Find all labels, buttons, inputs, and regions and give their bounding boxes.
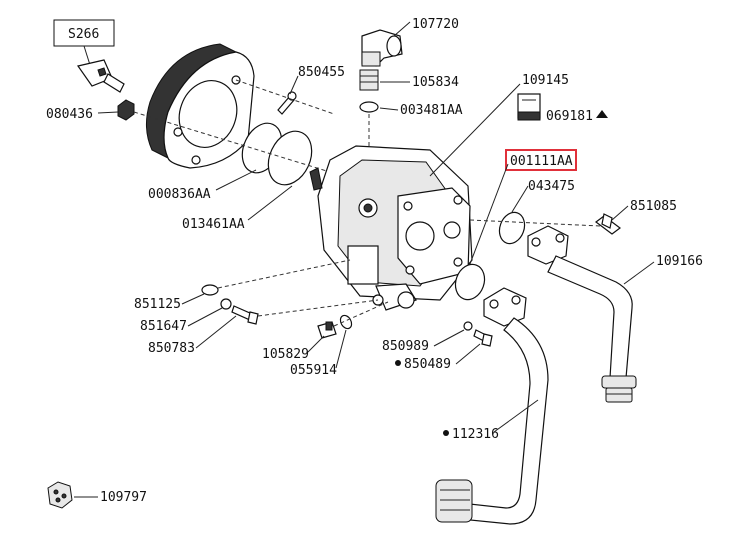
seal-055914 [339, 314, 353, 330]
label-000836AA[interactable]: 000836AA [148, 187, 211, 202]
label-850989[interactable]: 850989 [382, 339, 429, 354]
label-851647[interactable]: 851647 [140, 319, 187, 334]
bolt-850489 [473, 329, 493, 347]
pump-body [309, 145, 473, 311]
label-003481AA[interactable]: 003481AA [400, 103, 463, 118]
washer-851125 [201, 284, 219, 296]
label-850489[interactable]: 850489 [404, 357, 451, 372]
label-080436[interactable]: 080436 [46, 107, 93, 122]
label-112316[interactable]: 112316 [452, 427, 499, 442]
label-107720[interactable]: 107720 [412, 17, 459, 32]
label-001111AA: 001111AA [510, 154, 573, 169]
connector-069181 [517, 93, 541, 121]
o-ring-043475 [498, 211, 526, 245]
label-109145[interactable]: 109145 [522, 73, 569, 88]
bolt-851085 [595, 213, 621, 235]
label-055914[interactable]: 055914 [290, 363, 337, 378]
fitting-105829 [317, 321, 337, 339]
washer-003481AA [359, 101, 379, 113]
dot-marker-icon [395, 360, 401, 366]
label-013461AA[interactable]: 013461AA [182, 217, 245, 232]
label-043475[interactable]: 043475 [528, 179, 575, 194]
o-ring-013461AA [267, 130, 313, 186]
triangle-marker-icon [596, 110, 608, 118]
label-850455[interactable]: 850455 [298, 65, 345, 80]
adapter-105834 [359, 69, 379, 91]
label-851085[interactable]: 851085 [630, 199, 677, 214]
o-ring-front [454, 263, 486, 301]
label-851125[interactable]: 851125 [134, 297, 181, 312]
label-105829[interactable]: 105829 [262, 347, 309, 362]
washer-851647 [220, 298, 232, 310]
pipe-109166 [527, 225, 637, 403]
bolt-850455 [277, 91, 297, 115]
label-s266: S266 [68, 27, 99, 42]
label-850783[interactable]: 850783 [148, 341, 195, 356]
bolt-850783 [231, 305, 259, 325]
dot-marker-icon [443, 430, 449, 436]
pipe-112316 [435, 287, 549, 525]
sensor-part [76, 59, 125, 93]
part-label-s266-box[interactable]: S266 [53, 19, 115, 47]
cover-plate [146, 43, 255, 169]
kit-109797-icon [47, 481, 73, 509]
elbow-fitting [361, 29, 403, 67]
label-105834[interactable]: 105834 [412, 75, 459, 90]
label-109166[interactable]: 109166 [656, 254, 703, 269]
label-109797[interactable]: 109797 [100, 490, 147, 505]
washer-850989 [463, 321, 473, 331]
part-label-001111AA-highlight[interactable]: 001111AA [505, 149, 577, 171]
label-069181[interactable]: 069181 [546, 109, 593, 124]
hex-nut-icon [117, 99, 135, 121]
